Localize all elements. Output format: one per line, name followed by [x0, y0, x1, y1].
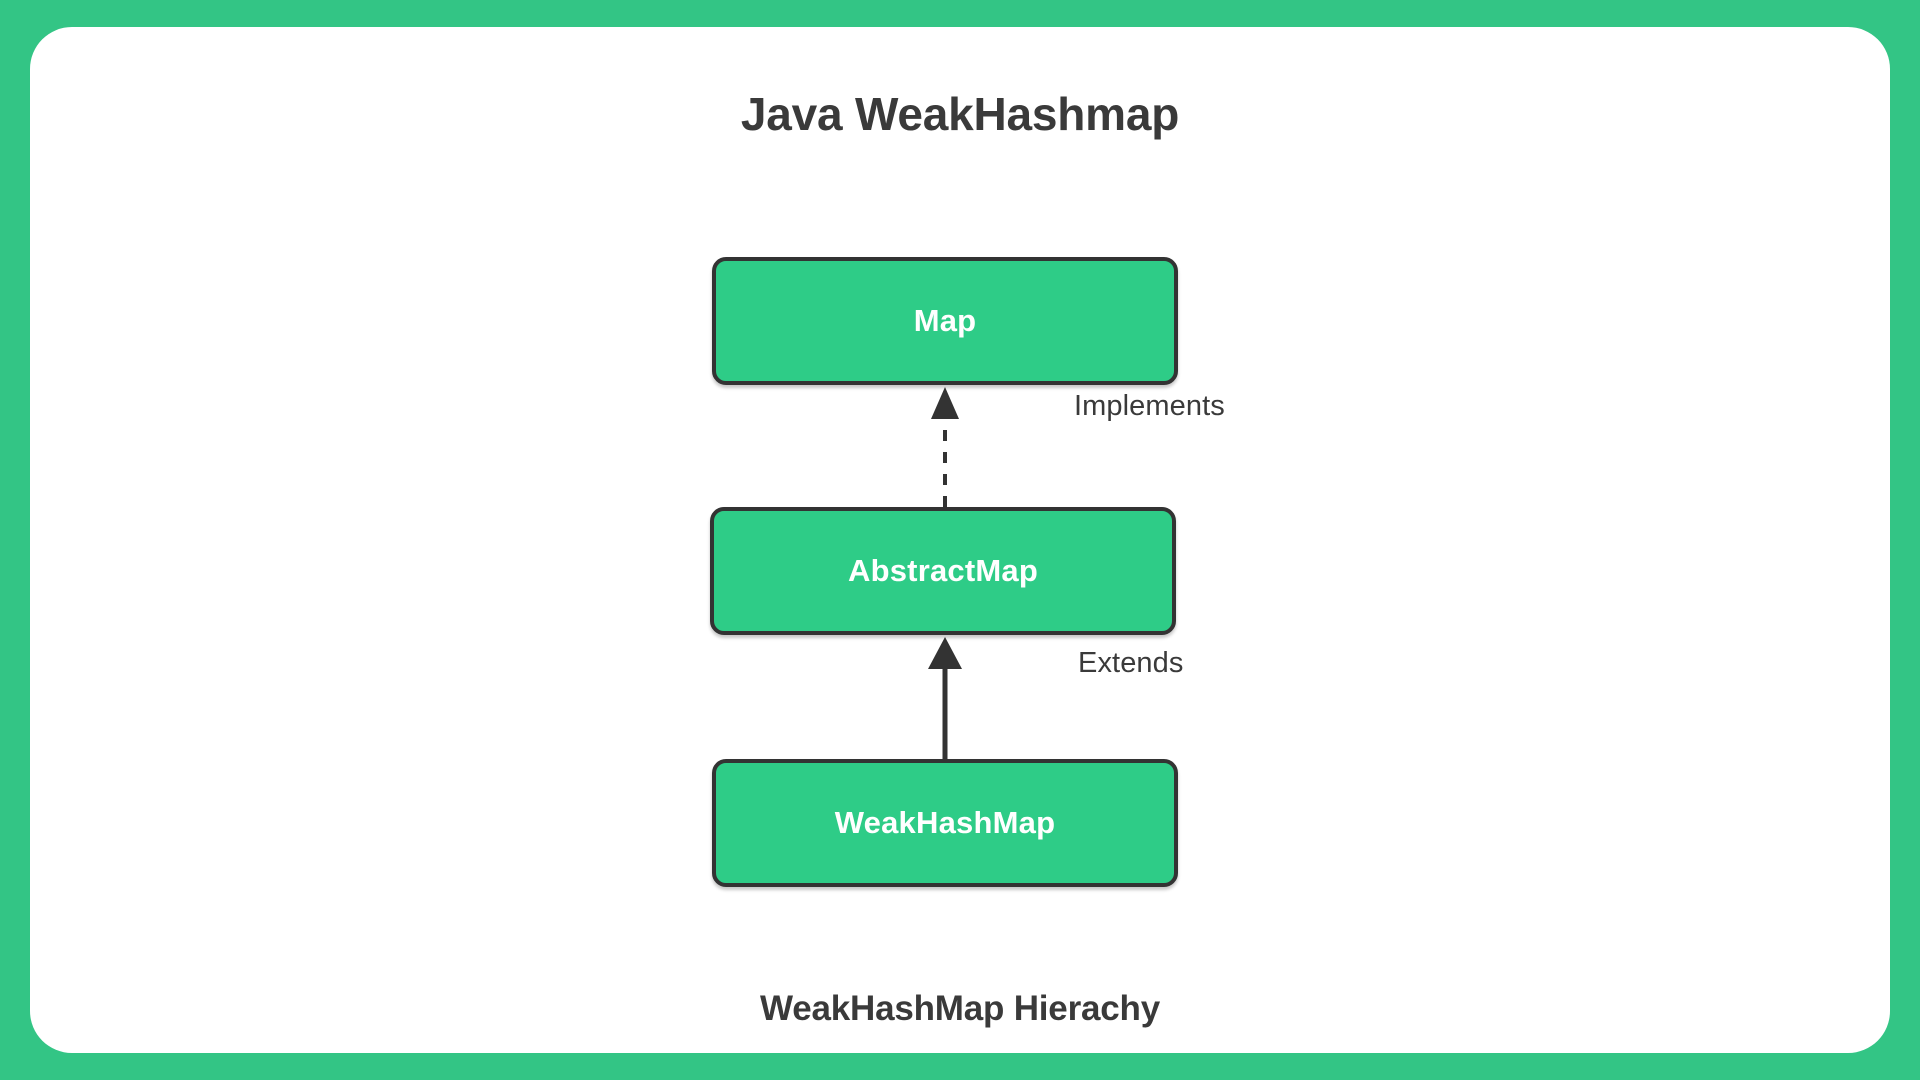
edge-implements: [931, 387, 959, 507]
class-hierarchy-diagram: Map AbstractMap WeakHashMap Implements E…: [30, 197, 1890, 927]
node-abstractmap[interactable]: AbstractMap: [710, 507, 1176, 635]
node-map-label: Map: [913, 303, 977, 338]
page-title: Java WeakHashmap: [740, 88, 1180, 140]
node-abstractmap-label: AbstractMap: [848, 553, 1038, 588]
edge-extends: [928, 637, 962, 759]
node-weakhashmap-label: WeakHashMap: [834, 805, 1056, 840]
node-map[interactable]: Map: [712, 257, 1178, 385]
edge-label-implements: Implements: [1074, 390, 1225, 422]
node-weakhashmap[interactable]: WeakHashMap: [712, 759, 1178, 887]
edge-label-extends: Extends: [1078, 647, 1184, 679]
diagram-caption: WeakHashMap Hierachy: [760, 989, 1160, 1028]
white-card: Java WeakHashmap: [30, 27, 1890, 1053]
